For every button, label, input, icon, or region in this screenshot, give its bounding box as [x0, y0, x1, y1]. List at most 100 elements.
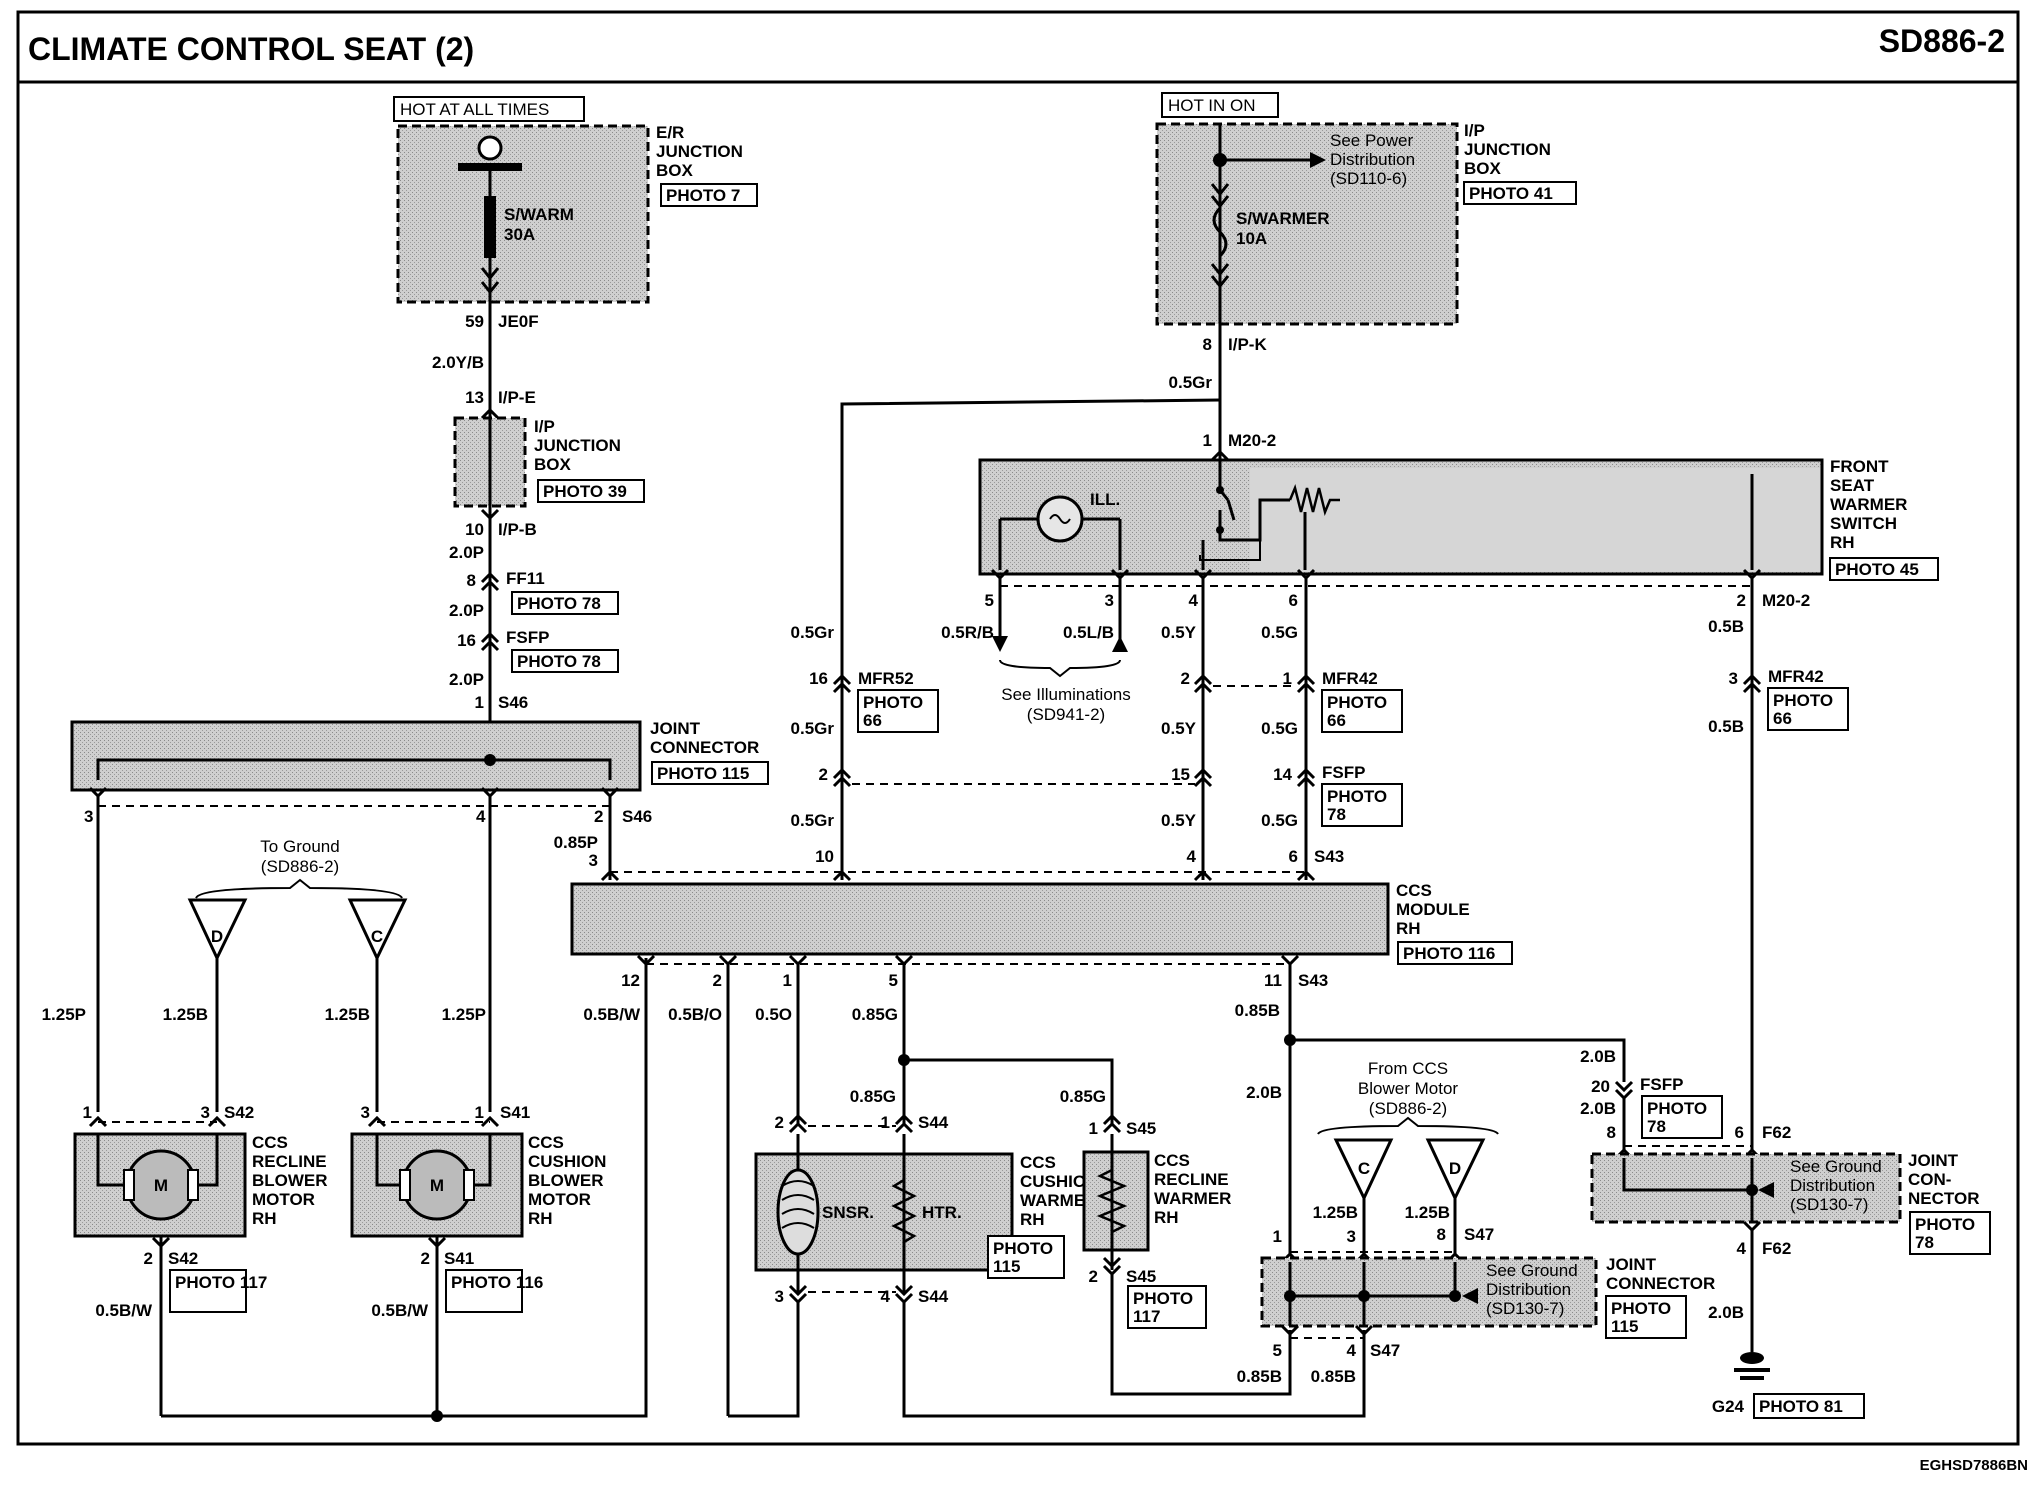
- svg-text:PHOTO: PHOTO: [1133, 1289, 1193, 1308]
- svg-text:5: 5: [985, 591, 994, 610]
- svg-text:6: 6: [1289, 591, 1298, 610]
- svg-text:PHOTO: PHOTO: [1327, 787, 1387, 806]
- svg-text:C: C: [1358, 1159, 1370, 1178]
- svg-text:0.85B: 0.85B: [1237, 1367, 1282, 1386]
- svg-text:PHOTO: PHOTO: [1611, 1299, 1671, 1318]
- svg-text:BOX: BOX: [1464, 159, 1502, 178]
- svg-text:PHOTO: PHOTO: [993, 1239, 1053, 1258]
- ground-ref-c-icon: [347, 898, 408, 962]
- svg-text:2.0B: 2.0B: [1708, 1303, 1744, 1322]
- svg-text:1: 1: [881, 1113, 890, 1132]
- svg-text:0.5G: 0.5G: [1261, 719, 1298, 738]
- svg-text:4: 4: [1737, 1239, 1747, 1258]
- svg-text:See Power: See Power: [1330, 131, 1413, 150]
- svg-text:4: 4: [1189, 591, 1199, 610]
- svg-text:I/P: I/P: [1464, 121, 1485, 140]
- footer-ref: EGHSD7886BN: [1920, 1457, 2028, 1474]
- svg-text:RH: RH: [252, 1209, 277, 1228]
- svg-text:2: 2: [594, 807, 603, 826]
- svg-text:0.85B: 0.85B: [1311, 1367, 1356, 1386]
- svg-text:0.5G: 0.5G: [1261, 623, 1298, 642]
- svg-text:PHOTO 81: PHOTO 81: [1759, 1397, 1843, 1416]
- svg-text:(SD941-2): (SD941-2): [1027, 705, 1105, 724]
- svg-text:G24: G24: [1712, 1397, 1745, 1416]
- svg-text:3: 3: [1347, 1227, 1356, 1246]
- svg-text:RECLINE: RECLINE: [252, 1152, 327, 1171]
- svg-text:S45: S45: [1126, 1267, 1156, 1286]
- svg-text:117: 117: [1133, 1307, 1160, 1326]
- svg-text:CON-: CON-: [1908, 1170, 1951, 1189]
- svg-text:HTR.: HTR.: [922, 1203, 962, 1222]
- svg-text:RH: RH: [1396, 919, 1421, 938]
- svg-text:S/WARMER: S/WARMER: [1236, 209, 1330, 228]
- svg-text:MFR52: MFR52: [858, 669, 914, 688]
- svg-text:3: 3: [775, 1287, 784, 1306]
- svg-text:WARMER: WARMER: [1154, 1189, 1231, 1208]
- svg-text:M: M: [430, 1176, 444, 1195]
- er-junction-box: [396, 124, 650, 304]
- svg-text:PHOTO: PHOTO: [1647, 1099, 1707, 1118]
- svg-text:3: 3: [201, 1103, 210, 1122]
- svg-text:RH: RH: [1020, 1210, 1045, 1229]
- svg-text:C: C: [371, 927, 383, 946]
- svg-text:16: 16: [457, 631, 476, 650]
- svg-text:CONNECTOR: CONNECTOR: [1606, 1274, 1715, 1293]
- svg-text:1: 1: [1273, 1227, 1282, 1246]
- svg-text:0.85G: 0.85G: [1060, 1087, 1106, 1106]
- svg-text:FSFP: FSFP: [506, 628, 549, 647]
- svg-text:CCS: CCS: [1154, 1151, 1190, 1170]
- svg-text:0.5Y: 0.5Y: [1161, 719, 1197, 738]
- svg-text:BOX: BOX: [534, 455, 572, 474]
- svg-text:1: 1: [475, 1103, 484, 1122]
- hot-in-on-label: HOT IN ON: [1168, 96, 1256, 115]
- svg-text:S41: S41: [444, 1249, 474, 1268]
- svg-text:0.85P: 0.85P: [554, 833, 598, 852]
- svg-text:4: 4: [881, 1287, 891, 1306]
- svg-text:FRONT: FRONT: [1830, 457, 1889, 476]
- svg-text:0.5B: 0.5B: [1708, 717, 1744, 736]
- svg-text:D: D: [211, 927, 223, 946]
- svg-text:Distribution: Distribution: [1790, 1176, 1875, 1195]
- svg-text:PHOTO: PHOTO: [863, 693, 923, 712]
- svg-text:0.5B: 0.5B: [1708, 617, 1744, 636]
- svg-text:2: 2: [1181, 669, 1190, 688]
- svg-text:0.5Gr: 0.5Gr: [1169, 373, 1213, 392]
- svg-text:1: 1: [783, 971, 792, 990]
- svg-text:M20-2: M20-2: [1228, 431, 1276, 450]
- svg-text:S44: S44: [918, 1287, 949, 1306]
- er-photo-label: PHOTO 7: [666, 186, 740, 205]
- htr-icon: [891, 1178, 917, 1244]
- svg-text:D: D: [1449, 1159, 1461, 1178]
- svg-text:SWITCH: SWITCH: [1830, 514, 1897, 533]
- svg-text:FF11: FF11: [506, 569, 545, 588]
- svg-text:PHOTO 45: PHOTO 45: [1835, 560, 1919, 579]
- svg-text:0.5R/B: 0.5R/B: [941, 623, 994, 642]
- from-blower-c-icon: [1333, 1138, 1394, 1202]
- svg-text:NECTOR: NECTOR: [1908, 1189, 1979, 1208]
- svg-text:0.5B/W: 0.5B/W: [95, 1301, 153, 1320]
- svg-text:BLOWER: BLOWER: [252, 1171, 328, 1190]
- svg-text:JE0F: JE0F: [498, 312, 539, 331]
- svg-text:0.5Gr: 0.5Gr: [791, 719, 835, 738]
- svg-text:15: 15: [1171, 765, 1190, 784]
- hot-at-all-times-label: HOT AT ALL TIMES: [400, 100, 549, 119]
- svg-text:2.0B: 2.0B: [1580, 1047, 1616, 1066]
- svg-text:(SD130-7): (SD130-7): [1486, 1299, 1564, 1318]
- svg-text:M: M: [154, 1176, 168, 1195]
- svg-text:BOX: BOX: [656, 161, 694, 180]
- svg-text:4: 4: [1187, 847, 1197, 866]
- ground-g24-icon: [1734, 1352, 1770, 1380]
- svg-text:0.5Y: 0.5Y: [1161, 623, 1197, 642]
- svg-text:See Ground: See Ground: [1790, 1157, 1882, 1176]
- svg-text:I/P: I/P: [534, 417, 555, 436]
- svg-text:3: 3: [1105, 591, 1114, 610]
- svg-text:2: 2: [1089, 1267, 1098, 1286]
- svg-text:(SD130-7): (SD130-7): [1790, 1195, 1868, 1214]
- joint-connector-right: [1260, 1256, 1598, 1328]
- svg-text:0.85G: 0.85G: [850, 1087, 896, 1106]
- svg-text:115: 115: [1611, 1317, 1638, 1336]
- svg-text:2.0P: 2.0P: [449, 543, 484, 562]
- svg-text:0.5Gr: 0.5Gr: [791, 623, 835, 642]
- svg-text:2: 2: [713, 971, 722, 990]
